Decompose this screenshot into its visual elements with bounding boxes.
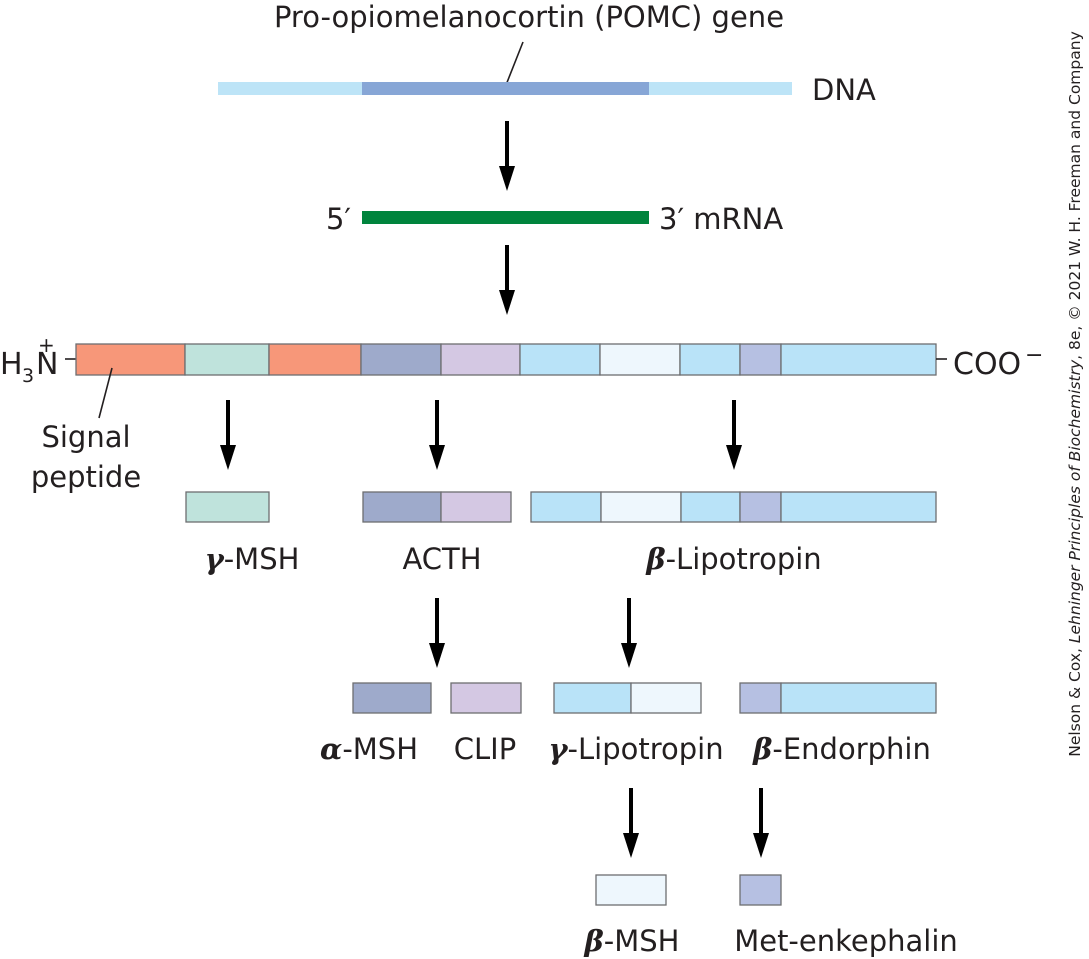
signal-peptide-label-line1: Signal [41, 420, 130, 454]
gamma-msh-segment [184, 343, 270, 376]
spacer-segment [268, 343, 362, 376]
svg-text:COO: COO [953, 347, 1021, 382]
beta-endorphin-product [739, 682, 937, 714]
arrow-to-gamma-msh [220, 400, 236, 470]
signal-peptide-label-line2: peptide [31, 460, 141, 494]
lipotropin-segment-2 [679, 343, 741, 376]
pomc-gene-region [362, 82, 649, 95]
gamma-msh-product [185, 491, 270, 523]
svg-text:3: 3 [22, 365, 34, 387]
met-enkephalin-segment [739, 343, 782, 376]
c-terminus-label: COO − [953, 343, 1043, 382]
clip-product [450, 682, 522, 714]
acth-product [362, 491, 512, 523]
arrow-to-beta-msh [623, 788, 639, 858]
svg-text:H: H [0, 347, 23, 382]
beta-lipotropin-product [530, 491, 937, 523]
n-terminus-label: H 3 N + [0, 333, 58, 387]
beta-msh-product [595, 874, 667, 906]
beta-msh-segment [599, 343, 681, 376]
clip-segment [440, 343, 521, 376]
beta-lipotropin-label: β-Lipotropin [645, 542, 821, 576]
endorphin-tail-segment [780, 343, 937, 376]
pomc-precursor [75, 343, 937, 376]
arrow-dna-to-mrna [499, 121, 515, 191]
met-enkephalin-product [739, 874, 782, 906]
alpha-msh-label: α-MSH [320, 732, 418, 766]
signal-peptide-pointer [98, 367, 113, 419]
met-enkephalin-label: Met-enkephalin [734, 924, 958, 958]
gene-pointer-line [505, 41, 524, 86]
mrna-3-prime-label: 3′ mRNA [659, 202, 783, 236]
signal-peptide-segment [75, 343, 186, 376]
alpha-msh-product [352, 682, 432, 714]
lipotropin-segment-1 [519, 343, 601, 376]
credit-line: Nelson & Cox, Lehninger Principles of Bi… [1066, 31, 1084, 757]
mrna-strand [362, 211, 649, 224]
arrow-to-met-enkephalin [753, 788, 769, 858]
mrna-5-prime-label: 5′ [326, 202, 351, 236]
arrow-to-beta-lipotropin [726, 400, 742, 470]
svg-text:N: N [36, 347, 58, 382]
alpha-msh-segment [360, 343, 442, 376]
arrow-acth-cleavage [429, 598, 445, 668]
dna-label: DNA [812, 73, 876, 107]
svg-text:−: − [1025, 343, 1043, 368]
arrow-lipotropin-cleavage-left [621, 598, 637, 668]
arrow-to-acth [429, 400, 445, 470]
svg-text:+: + [38, 333, 55, 357]
gamma-msh-label: γ-MSH [205, 542, 300, 576]
acth-label: ACTH [402, 542, 481, 576]
gene-label: Pro-opiomelanocortin (POMC) gene [274, 0, 784, 34]
arrow-mrna-to-protein [499, 245, 515, 315]
beta-endorphin-label: β-Endorphin [752, 732, 931, 766]
beta-msh-label: β-MSH [584, 924, 680, 958]
gamma-lipotropin-product [553, 682, 702, 714]
gamma-lipotropin-label: γ-Lipotropin [548, 732, 723, 766]
clip-label: CLIP [454, 732, 516, 766]
